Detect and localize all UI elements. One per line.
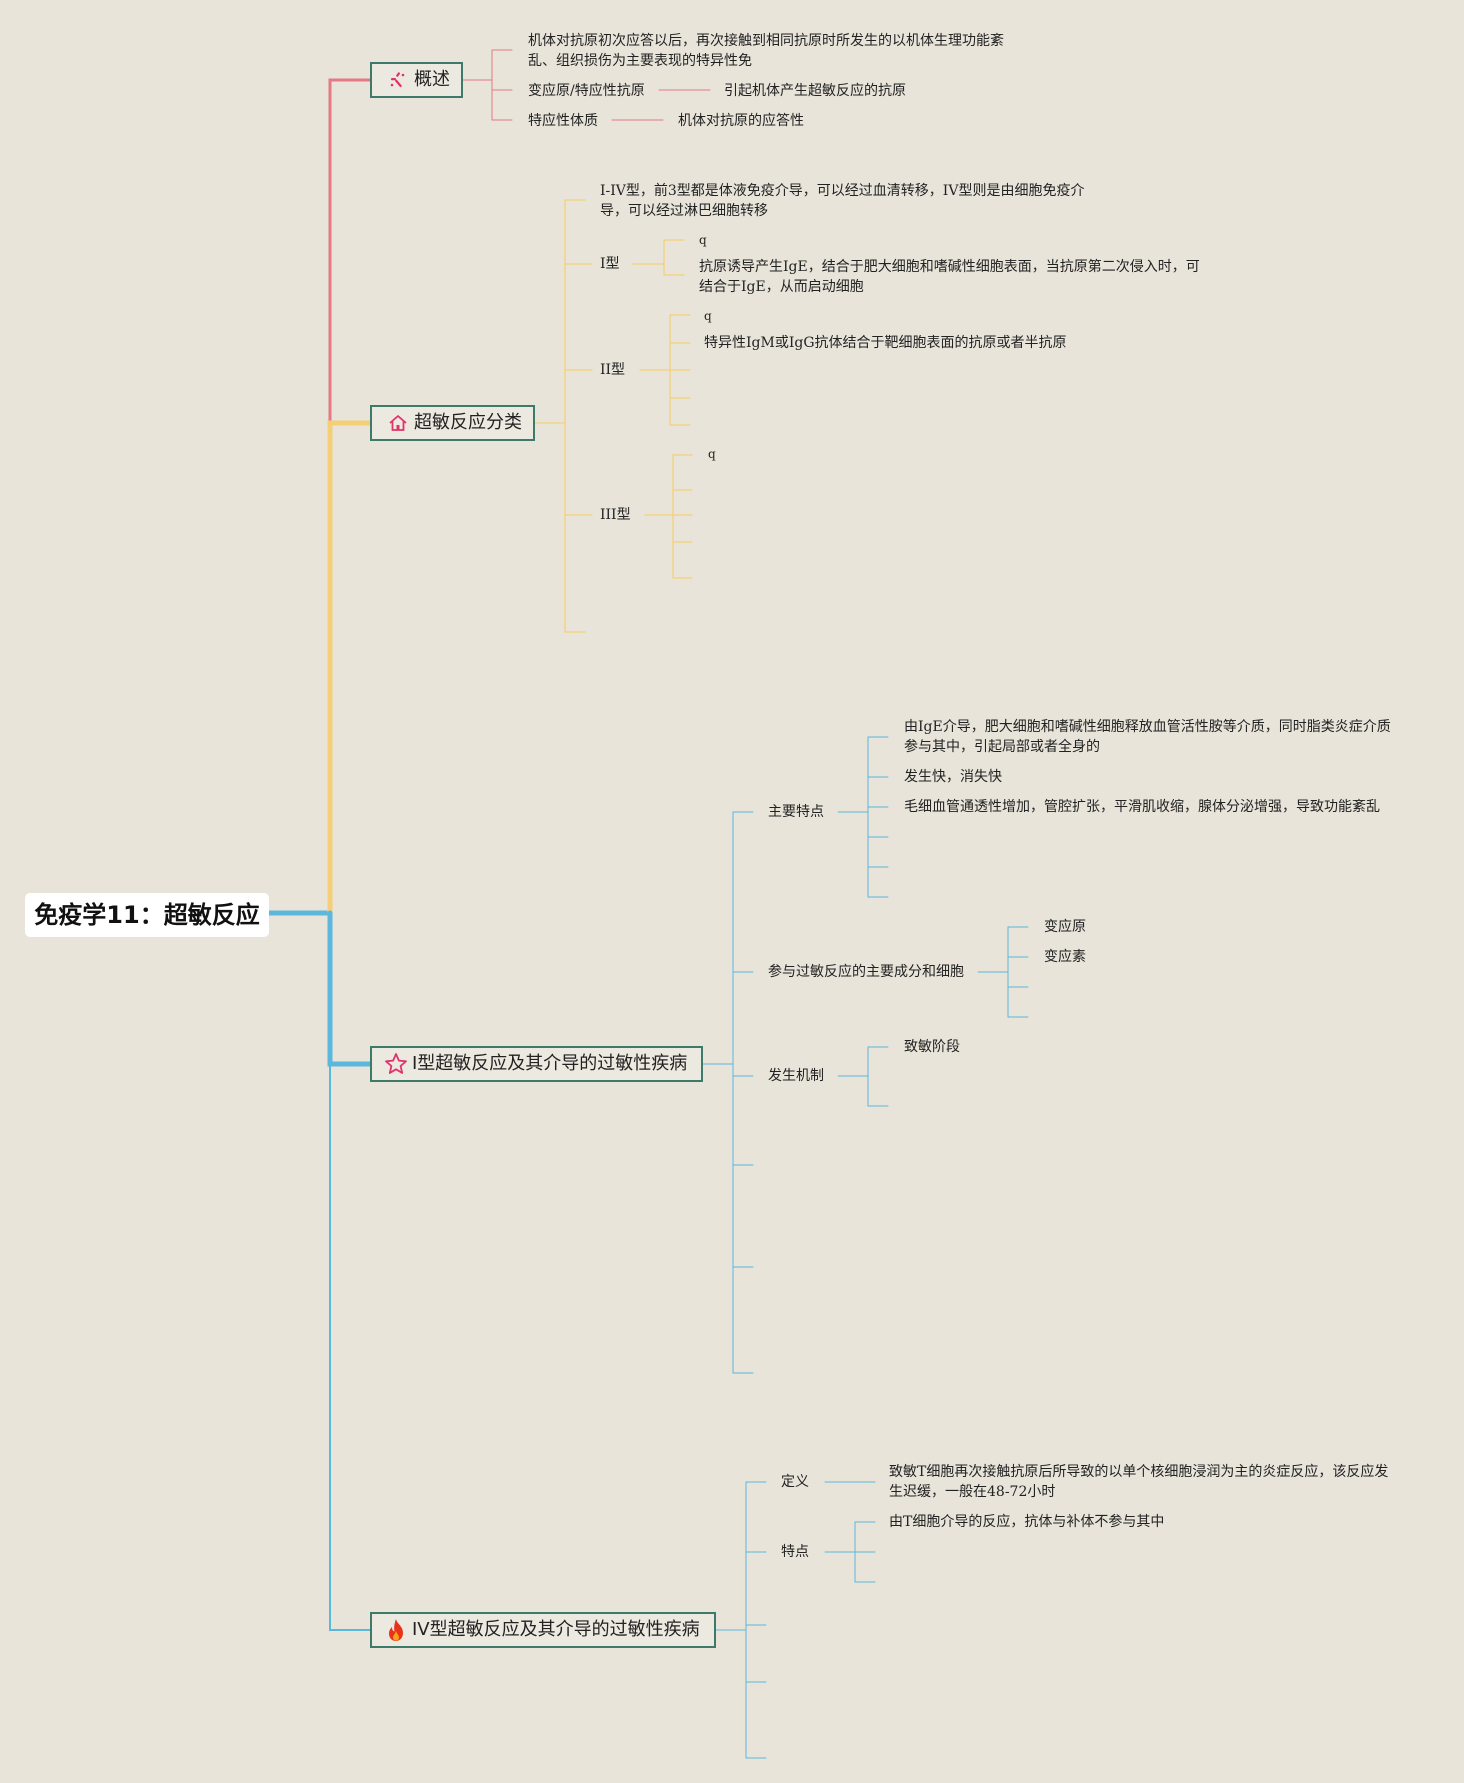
type1-desc: 抗原诱导产生IgE，结合于肥大细胞和嗜碱性细胞表面，当抗原第二次侵入时，可结合于… bbox=[699, 259, 1200, 295]
connector-overview bbox=[328, 78, 372, 915]
connector-type4 bbox=[329, 912, 371, 1631]
star-icon bbox=[384, 1052, 408, 1076]
type1-q: q bbox=[699, 233, 707, 247]
topic-classification[interactable]: 超敏反应分类 bbox=[370, 405, 535, 441]
root-topic[interactable]: 免疫学11：超敏反应 bbox=[25, 893, 269, 937]
type4-features-label: 特点 bbox=[781, 1544, 809, 1560]
type2-q: q bbox=[704, 309, 712, 323]
type1-component-2: 变应素 bbox=[1044, 949, 1086, 965]
overview-atopy-term: 特应性体质 bbox=[528, 113, 598, 129]
type1-component-1: 变应原 bbox=[1044, 919, 1086, 935]
overview-allergen-term: 变应原/特应性抗原 bbox=[528, 83, 645, 99]
type4-definition-desc: 致敏T细胞再次接触抗原后所导致的以单个核细胞浸润为主的炎症反应，该反应发生迟缓，… bbox=[889, 1464, 1389, 1500]
type3-q: q bbox=[708, 447, 716, 461]
type3-label: III型 bbox=[600, 507, 631, 523]
topic-type1-label: I型超敏反应及其介导的过敏性疾病 bbox=[412, 1053, 688, 1074]
type2-label: II型 bbox=[600, 362, 626, 378]
type2-desc: 特异性IgM或IgG抗体结合于靶细胞表面的抗原或者半抗原 bbox=[704, 335, 1067, 351]
topic-type4[interactable]: IV型超敏反应及其介导的过敏性疾病 bbox=[370, 1612, 716, 1648]
topic-type4-label: IV型超敏反应及其介导的过敏性疾病 bbox=[412, 1619, 700, 1640]
type1-mechanism-label: 发生机制 bbox=[768, 1068, 824, 1084]
classification-intro: I-IV型，前3型都是体液免疫介导，可以经过血清转移，IV型则是由细胞免疫介导，… bbox=[600, 183, 1085, 219]
type4-definition-label: 定义 bbox=[781, 1474, 809, 1490]
type1-features-label: 主要特点 bbox=[768, 804, 824, 820]
topic-overview-label: 概述 bbox=[414, 69, 450, 90]
type4-feature-1: 由T细胞介导的反应，抗体与补体不参与其中 bbox=[889, 1514, 1165, 1530]
sparkle-icon bbox=[386, 68, 410, 92]
connector-type1 bbox=[327, 910, 373, 1067]
overview-definition: 机体对抗原初次应答以后，再次接触到相同抗原时所发生的以机体生理功能紊乱、组织损伤… bbox=[528, 33, 1004, 69]
type1-components-label: 参与过敏反应的主要成分和细胞 bbox=[768, 964, 964, 980]
type1-feature-1: 由IgE介导，肥大细胞和嗜碱性细胞释放血管活性胺等介质，同时脂类炎症介质参与其中… bbox=[904, 719, 1391, 755]
fire-icon bbox=[384, 1618, 408, 1642]
type1-label: I型 bbox=[600, 256, 620, 272]
topic-overview[interactable]: 概述 bbox=[370, 62, 463, 98]
type1-feature-2: 发生快，消失快 bbox=[904, 769, 1002, 785]
topic-type1[interactable]: I型超敏反应及其介导的过敏性疾病 bbox=[370, 1046, 703, 1082]
type1-mechanism-1: 致敏阶段 bbox=[904, 1039, 960, 1055]
type1-feature-3: 毛细血管通透性增加，管腔扩张，平滑肌收缩，腺体分泌增强，导致功能紊乱 bbox=[904, 799, 1380, 815]
connector-classification bbox=[327, 420, 373, 916]
topic-classification-label: 超敏反应分类 bbox=[414, 412, 522, 433]
home-icon bbox=[386, 411, 410, 435]
overview-atopy-desc: 机体对抗原的应答性 bbox=[678, 113, 804, 129]
overview-allergen-desc: 引起机体产生超敏反应的抗原 bbox=[724, 83, 906, 99]
